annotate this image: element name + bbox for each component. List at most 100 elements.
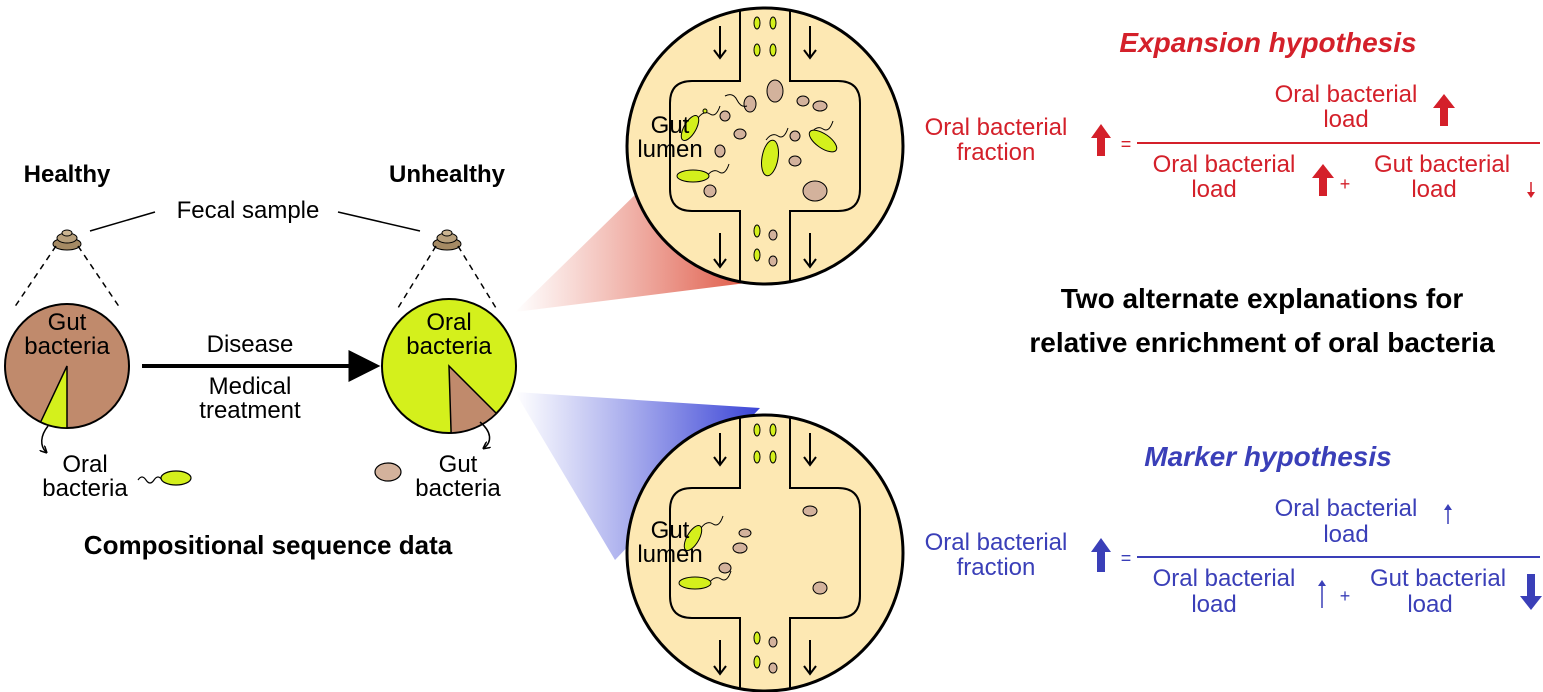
- expansion-title: Expansion hypothesis: [1119, 27, 1416, 58]
- expansion-lhs-line1: Oral bacterial: [925, 114, 1068, 141]
- gut-bacterium: [768, 255, 778, 267]
- flow-arrow-head: [713, 456, 727, 467]
- flagellum: [724, 94, 748, 107]
- expansion-numerator-line2: load: [1323, 106, 1368, 133]
- gut-bacterium: [719, 110, 731, 122]
- oral-bacterium: [753, 655, 761, 669]
- zoom-dash: [457, 245, 497, 309]
- gut-bacterium: [703, 184, 717, 198]
- flow-arrow-head: [803, 456, 817, 467]
- flow-arrow-head: [803, 49, 817, 60]
- marker-lhs-line2: fraction: [957, 554, 1036, 581]
- marker-hypothesis: Marker hypothesis Oral bacterial fractio…: [925, 441, 1542, 618]
- gut-bacterium-icon: [374, 462, 402, 482]
- gut-bacterium: [812, 581, 828, 595]
- marker-equals: =: [1121, 548, 1132, 568]
- marker-numerator-up-arrow-head: [1444, 504, 1452, 510]
- flow-arrow-head: [803, 665, 817, 676]
- marker-denom-right-line2: load: [1407, 591, 1452, 618]
- oral-bacterium-icon: [160, 470, 192, 486]
- oral-bacterium: [753, 43, 761, 57]
- fecal-pointer-right: [337, 211, 421, 232]
- marker-lhs-up-arrow: [1091, 538, 1111, 572]
- oral-bacterium: [753, 423, 761, 437]
- unhealthy-gut-slice: [448, 364, 498, 434]
- oral-bacterium-flagellum: [137, 476, 163, 484]
- flagellum: [706, 163, 730, 177]
- flow-arrow-head: [713, 258, 727, 269]
- fecal-pointer-left: [89, 211, 156, 232]
- expansion-plus: +: [1340, 174, 1351, 194]
- gut-bacterium: [718, 562, 732, 574]
- flow-arrow-head: [713, 665, 727, 676]
- oral-bacterium: [769, 16, 777, 30]
- marker-denom-left-line1: Oral bacterial: [1153, 565, 1296, 592]
- stool-icon-unhealthy: [432, 229, 462, 251]
- flagellum: [708, 570, 732, 584]
- healthy-oral-slice: [39, 365, 68, 429]
- marker-denom-right-down-arrow: [1520, 574, 1542, 610]
- gut-bacterium: [768, 636, 778, 648]
- oral-bacterium: [702, 108, 708, 114]
- gut-bacterium: [743, 95, 757, 113]
- healthy-pie-label-line2: bacteria: [24, 333, 110, 360]
- expansion-denom-left-up-arrow: [1312, 164, 1334, 196]
- zoom-dash: [77, 245, 121, 309]
- expansion-gut-lumen: [625, 6, 905, 286]
- arrow-label-disease: Disease: [207, 331, 294, 358]
- healthy-callout-arrow: [42, 425, 49, 452]
- stool-icon-healthy: [52, 229, 82, 251]
- marker-denom-left-up-arrow-head: [1318, 580, 1326, 586]
- lumen-label-bottom-line1: Gut: [651, 517, 690, 544]
- gut-bacterium: [733, 128, 747, 140]
- marker-gut-lumen: [625, 413, 905, 692]
- expansion-lhs-line2: fraction: [957, 139, 1036, 166]
- unhealthy-callout-arrow: [479, 421, 490, 448]
- expansion-denom-left-line2: load: [1191, 176, 1236, 203]
- expansion-zoom-cone: [515, 190, 770, 312]
- unhealthy-callout-line1: Gut: [439, 451, 478, 478]
- oral-bacterium: [761, 139, 779, 177]
- expansion-hypothesis: Expansion hypothesis Oral bacterial frac…: [925, 27, 1540, 203]
- flagellum: [700, 515, 724, 529]
- gut-bacterium: [812, 100, 828, 112]
- lumen-circle: [625, 6, 905, 286]
- marker-denom-left-line2: load: [1191, 591, 1236, 618]
- unhealthy-label: Unhealthy: [389, 161, 506, 188]
- expansion-denom-right-line2: load: [1411, 176, 1456, 203]
- unhealthy-pie-label-line1: Oral: [426, 309, 471, 336]
- expansion-numerator-up-arrow: [1433, 94, 1455, 126]
- healthy-pie-label-line1: Gut: [48, 309, 87, 336]
- oral-bacterium: [678, 576, 712, 590]
- oral-bacterium: [753, 16, 761, 30]
- marker-denom-right-line1: Gut bacterial: [1370, 565, 1506, 592]
- oral-bacterium: [676, 169, 710, 183]
- healthy-callout-line2: bacteria: [42, 475, 128, 502]
- lumen-label-top-line2: lumen: [637, 136, 702, 163]
- fecal-sample-label: Fecal sample: [177, 197, 320, 224]
- arrow-label-treatment: treatment: [199, 397, 301, 424]
- lumen-label-bottom-line2: lumen: [637, 541, 702, 568]
- flagellum: [765, 127, 789, 141]
- expansion-lhs-up-arrow: [1091, 124, 1111, 156]
- lumen-circle: [625, 413, 905, 692]
- marker-numerator-line2: load: [1323, 521, 1368, 548]
- gut-bacterium: [796, 95, 810, 107]
- unhealthy-composition-pie: [381, 298, 517, 434]
- oral-bacterium: [753, 631, 761, 645]
- gut-bacterium: [714, 144, 726, 158]
- flow-arrow-head: [803, 258, 817, 269]
- expansion-equals: =: [1121, 134, 1132, 154]
- healthy-callout-line1: Oral: [62, 451, 107, 478]
- gut-bacterium: [738, 528, 752, 538]
- healthy-composition-pie: [4, 303, 130, 429]
- oral-bacterium: [683, 525, 703, 551]
- marker-plus: +: [1340, 586, 1351, 606]
- gut-bacterium: [802, 180, 828, 202]
- unhealthy-pie-label-line2: bacteria: [406, 333, 492, 360]
- intestine-wall: [669, 417, 861, 689]
- oral-bacterium: [769, 450, 777, 464]
- flagellum: [697, 105, 721, 119]
